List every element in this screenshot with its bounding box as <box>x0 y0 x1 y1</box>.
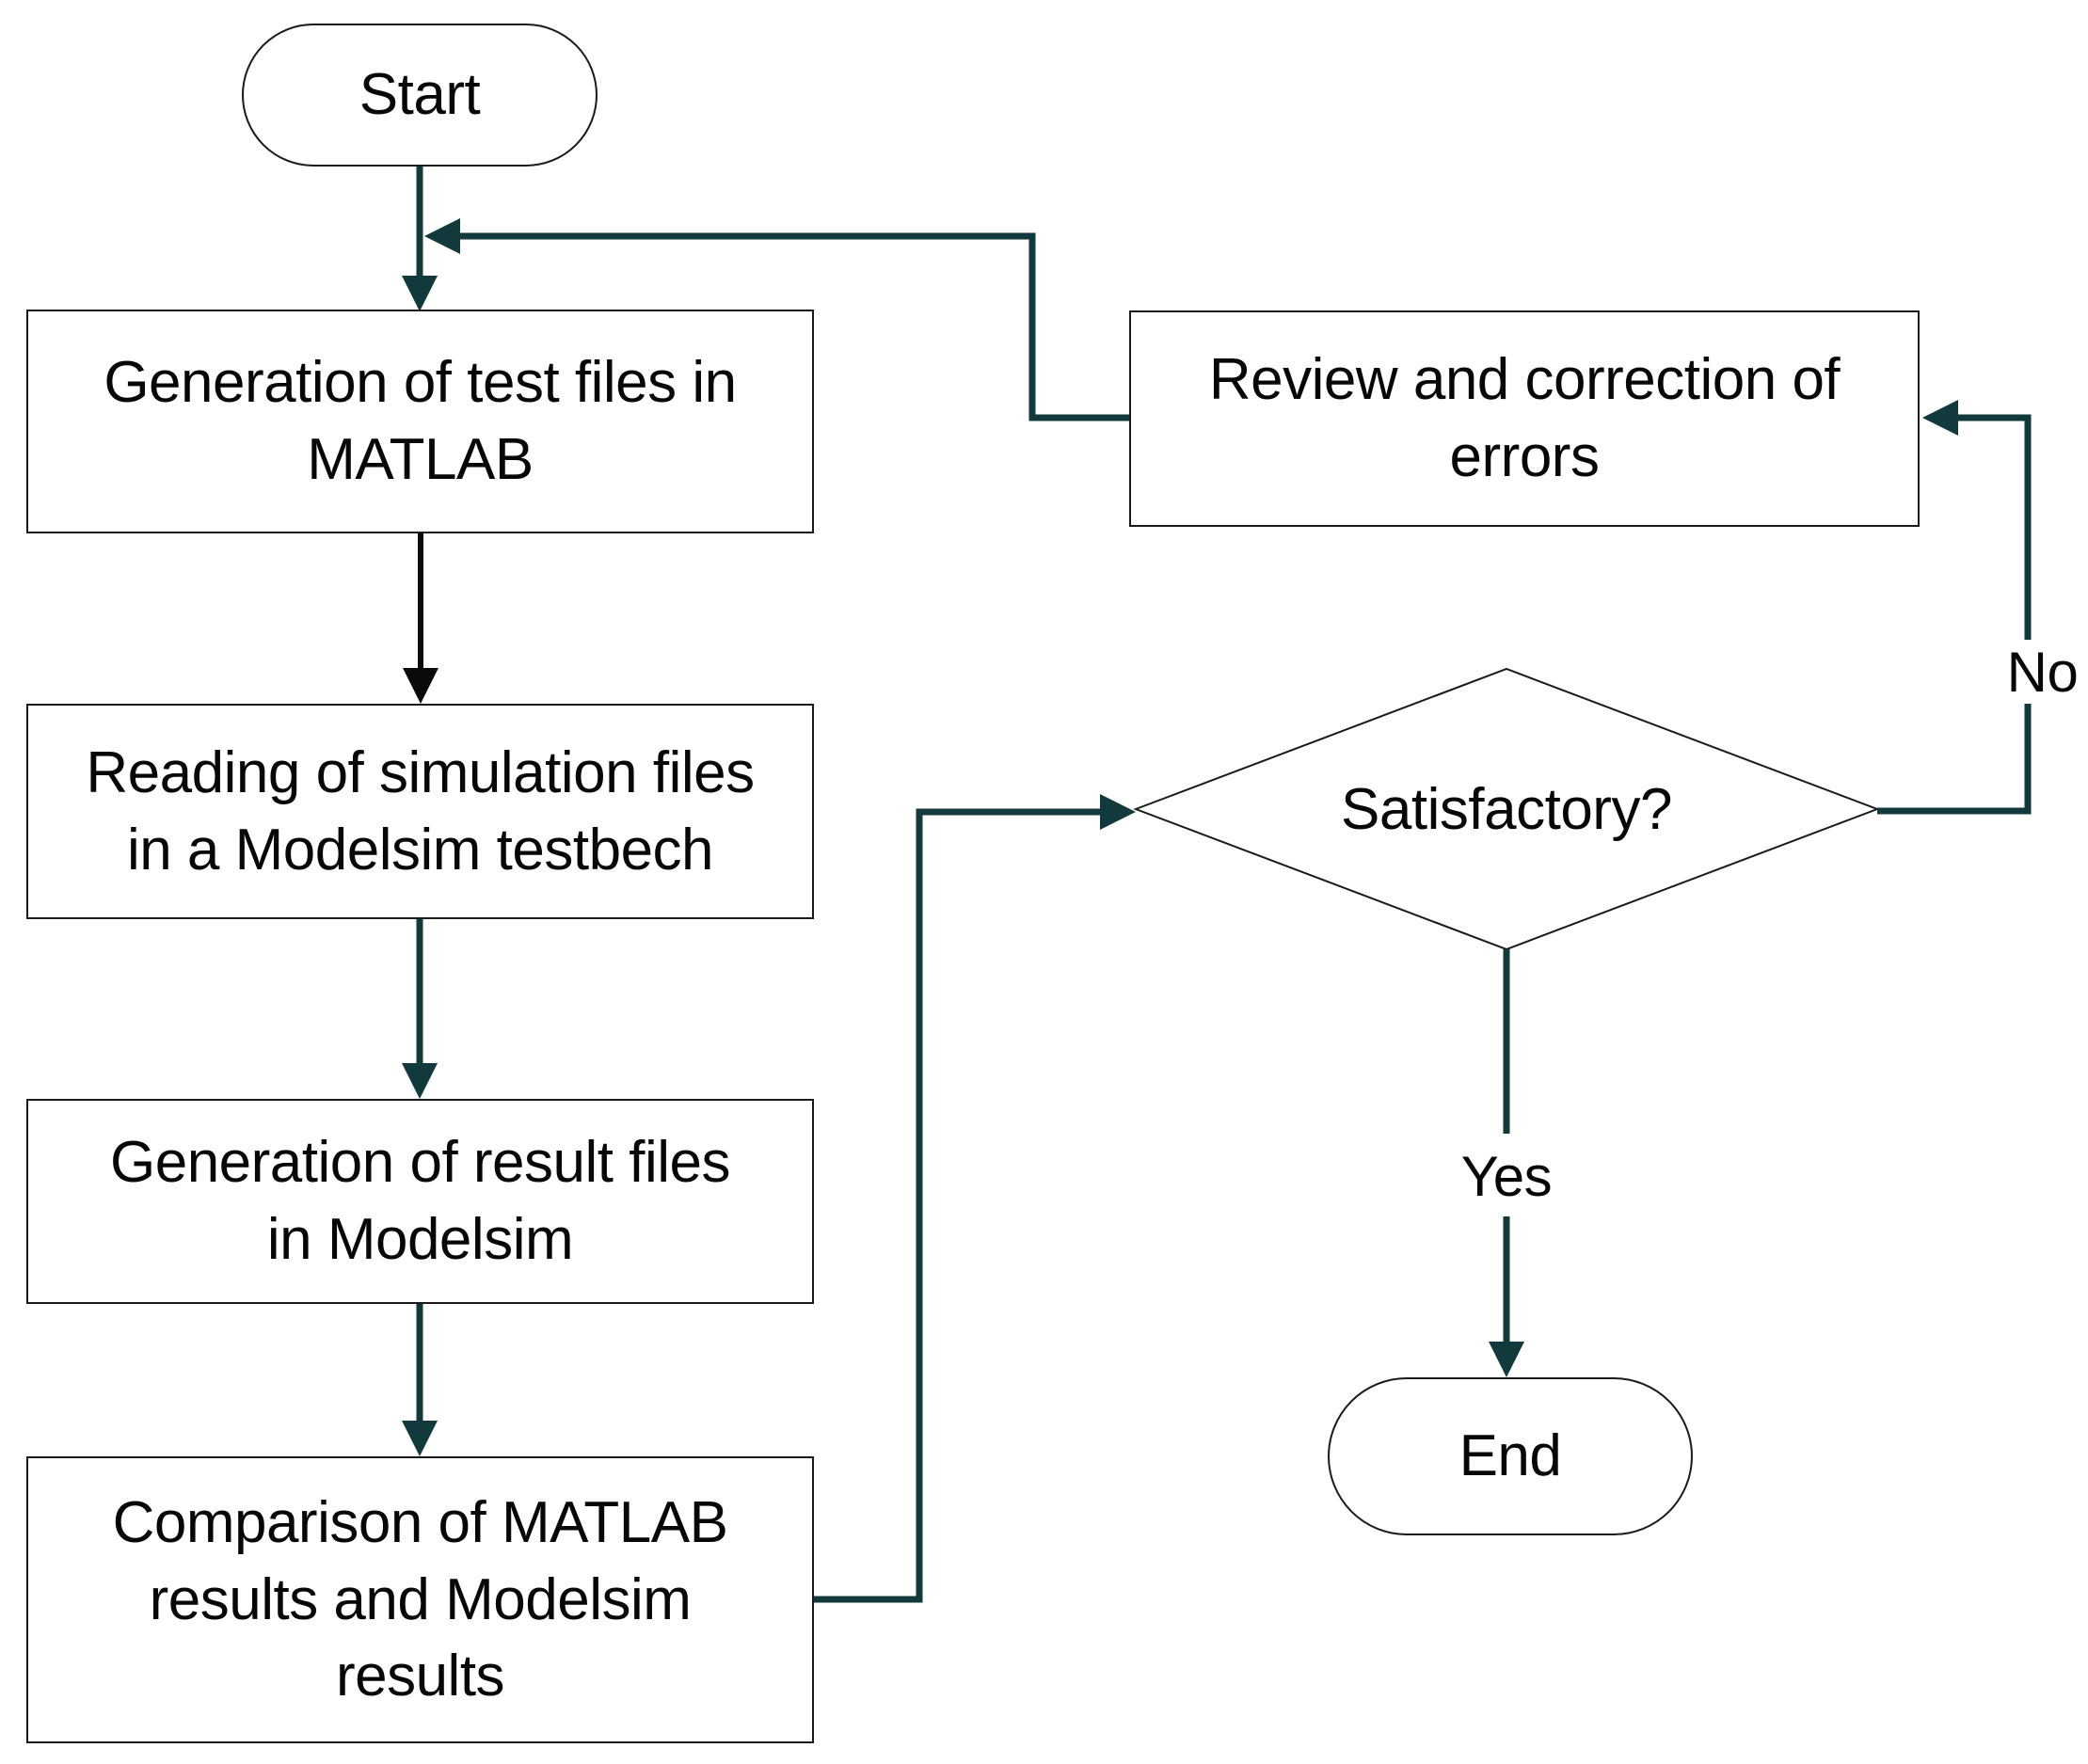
node-generation-result-files: Generation of result files in Modelsim <box>26 1099 814 1304</box>
arrowhead-into-decision <box>1100 794 1136 830</box>
edge-process3-to-process4 <box>402 1304 438 1456</box>
arrowhead-into-review <box>1922 400 1958 436</box>
edge-label-no: No <box>1993 640 2088 704</box>
edge-label-yes: Yes <box>1431 1144 1582 1208</box>
edge-start-to-process1 <box>402 167 438 311</box>
edge-process2-to-process3 <box>402 919 438 1099</box>
node-comparison-results: Comparison of MATLAB results and Modelsi… <box>26 1456 814 1743</box>
arrowhead-into-process1 <box>402 276 438 311</box>
node-generation-test-files: Generation of test files in MATLAB <box>26 310 814 533</box>
node-end: End <box>1328 1377 1693 1535</box>
edge-decision-to-end <box>1489 949 1524 1377</box>
arrowhead-into-process2 <box>403 668 438 704</box>
arrowhead-into-process4 <box>402 1421 438 1456</box>
arrowhead-into-process3 <box>402 1063 438 1099</box>
arrowhead-feedback-left <box>424 218 460 254</box>
edge-process4-to-decision <box>812 794 1136 1603</box>
edge-process1-to-process2 <box>403 533 438 704</box>
node-start: Start <box>242 24 598 167</box>
node-reading-simulation-files: Reading of simulation files in a Modelsi… <box>26 704 814 919</box>
node-review-correction: Review and correction of errors <box>1129 310 1920 527</box>
arrowhead-into-end <box>1489 1342 1524 1377</box>
edge-decision-to-review <box>1877 400 2032 815</box>
node-decision-satisfactory: Satisfactory? <box>1341 776 1672 842</box>
edge-review-to-process1 <box>424 218 1129 421</box>
